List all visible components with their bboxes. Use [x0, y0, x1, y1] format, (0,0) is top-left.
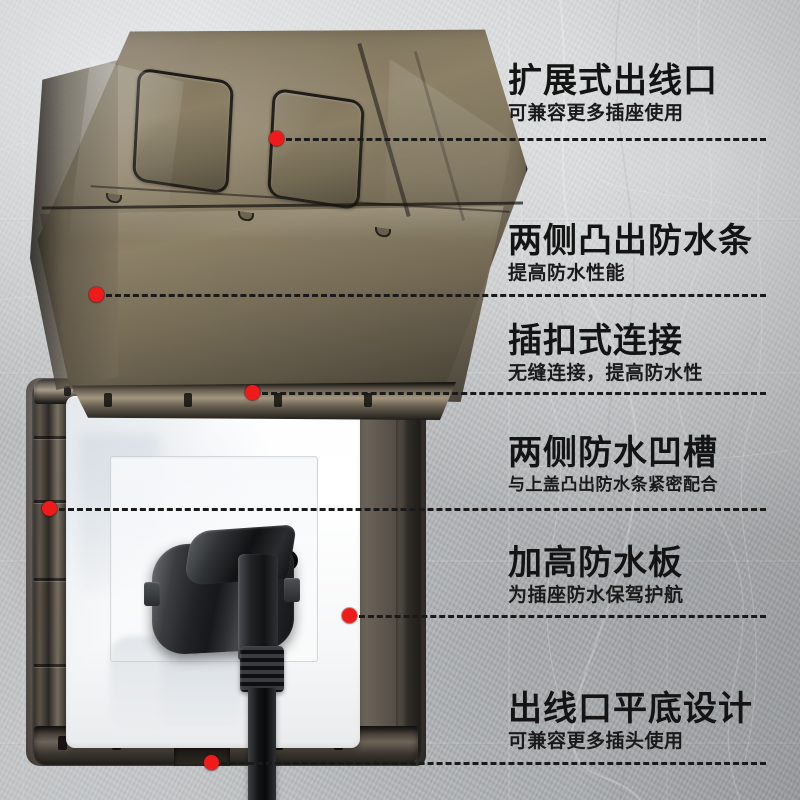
callout-subtitle-2: 提高防水性能	[508, 263, 626, 285]
callout-title-6: 出线口平底设计	[508, 690, 753, 728]
callout-line-2	[106, 294, 766, 297]
callout-line-3	[262, 392, 766, 395]
callout-title-4: 两侧防水凹槽	[508, 434, 718, 472]
callout-subtitle-6: 可兼容更多插头使用	[508, 731, 684, 753]
callout-line-5	[359, 615, 766, 618]
callout-dot-2	[89, 287, 104, 302]
callout-title-5: 加高防水板	[508, 544, 683, 582]
callout-title-2: 两侧凸出防水条	[508, 222, 753, 260]
power-cable	[248, 688, 276, 800]
waterproof-socket-assembly	[18, 22, 530, 800]
callout-text-6: 出线口平底设计 可兼容更多插头使用	[508, 690, 753, 754]
callout-title-1: 扩展式出线口	[508, 62, 718, 100]
cover-snap-buckle-hinge	[72, 382, 456, 420]
callout-line-1	[286, 138, 766, 141]
callout-text-1: 扩展式出线口 可兼容更多插座使用	[508, 62, 718, 126]
callout-line-4	[59, 508, 766, 511]
callout-dot-1	[269, 131, 284, 146]
callout-subtitle-3: 无缝连接，提高防水性	[508, 363, 704, 385]
black-angled-plug	[144, 524, 312, 800]
callout-dot-4	[42, 501, 57, 516]
callout-line-6	[221, 762, 766, 765]
callout-subtitle-1: 可兼容更多插座使用	[508, 103, 684, 125]
callout-subtitle-5: 为插座防水保驾护航	[508, 585, 684, 607]
cable-strain-relief	[240, 646, 284, 692]
callout-title-3: 插扣式连接	[508, 322, 683, 360]
callout-text-3: 插扣式连接 无缝连接，提高防水性	[508, 322, 703, 386]
callout-text-4: 两侧防水凹槽 与上盖凸出防水条紧密配合	[508, 434, 718, 495]
transparent-waterproof-cover	[30, 22, 530, 420]
callout-text-2: 两侧凸出防水条 提高防水性能	[508, 222, 753, 286]
callout-dot-3	[245, 385, 260, 400]
callout-subtitle-4: 与上盖凸出防水条紧密配合	[508, 475, 718, 495]
right-waterproof-groove	[396, 382, 422, 762]
plug-grip-tab-right	[284, 578, 300, 602]
callout-dot-6	[204, 755, 219, 770]
plug-neck	[238, 554, 278, 660]
callout-dot-5	[342, 608, 357, 623]
plug-grip-tab-left	[144, 582, 160, 606]
callout-text-5: 加高防水板 为插座防水保驾护航	[508, 544, 684, 608]
